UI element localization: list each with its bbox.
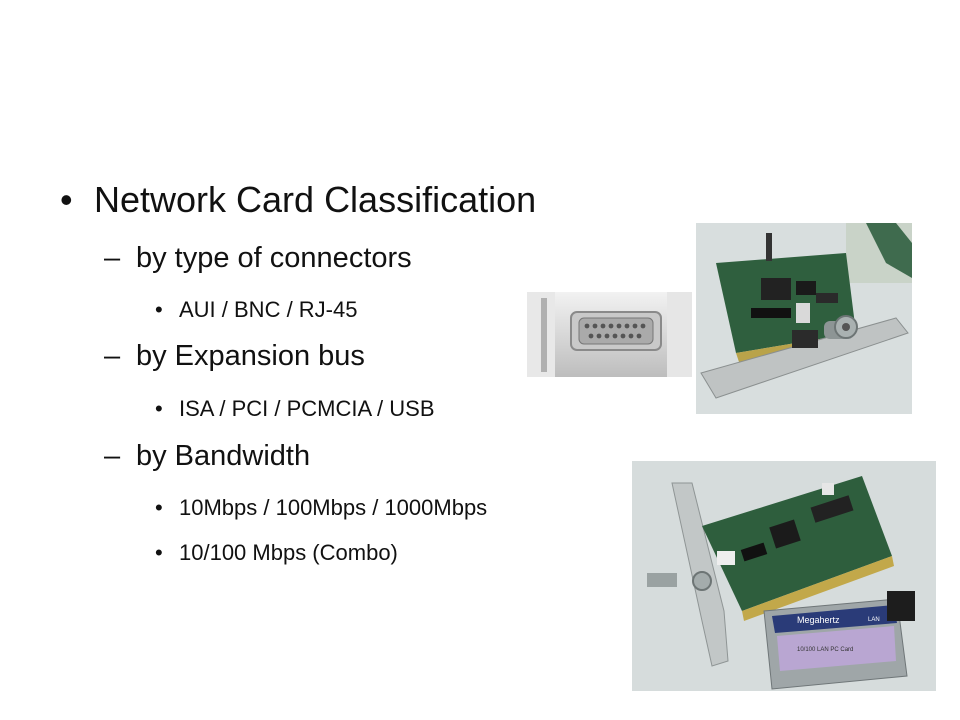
pcmcia-badge-text: LAN bbox=[868, 617, 880, 623]
list-item-bus: • ISA / PCI / PCMCIA / USB bbox=[155, 395, 435, 423]
bullet-dot: • bbox=[155, 495, 163, 520]
dash-marker: – bbox=[104, 242, 121, 274]
list-item-text: 10/100 Mbps (Combo) bbox=[179, 540, 398, 565]
pci-and-pcmcia-card-photo: Megahertz LAN 10/100 LAN PC Card bbox=[632, 461, 936, 691]
list-item-text: 10Mbps / 100Mbps / 1000Mbps bbox=[179, 495, 488, 520]
title-text: Network Card Classification bbox=[94, 179, 537, 220]
section-label: by Bandwidth bbox=[136, 440, 311, 472]
isa-network-card-photo bbox=[696, 223, 912, 414]
section-label: by Expansion bus bbox=[136, 340, 365, 372]
section-expansion-bus: –by Expansion bus bbox=[104, 338, 365, 374]
title-bullet: • bbox=[60, 179, 73, 220]
list-item-text: ISA / PCI / PCMCIA / USB bbox=[179, 396, 435, 421]
list-item-bandwidth-2: • 10/100 Mbps (Combo) bbox=[155, 539, 398, 567]
list-item-connectors: • AUI / BNC / RJ-45 bbox=[155, 296, 357, 324]
dash-marker: – bbox=[104, 340, 121, 372]
section-bandwidth: –by Bandwidth bbox=[104, 438, 310, 474]
aui-connector-photo bbox=[527, 288, 692, 381]
pcmcia-brand-text: Megahertz bbox=[797, 615, 840, 625]
dash-marker: – bbox=[104, 440, 121, 472]
list-item-bandwidth-1: • 10Mbps / 100Mbps / 1000Mbps bbox=[155, 494, 487, 522]
section-connectors: –by type of connectors bbox=[104, 240, 412, 276]
bullet-dot: • bbox=[155, 297, 163, 322]
section-label: by type of connectors bbox=[136, 242, 412, 274]
bullet-dot: • bbox=[155, 540, 163, 565]
list-item-text: AUI / BNC / RJ-45 bbox=[179, 297, 358, 322]
pcmcia-label-text: 10/100 LAN PC Card bbox=[797, 647, 853, 653]
bullet-dot: • bbox=[155, 396, 163, 421]
